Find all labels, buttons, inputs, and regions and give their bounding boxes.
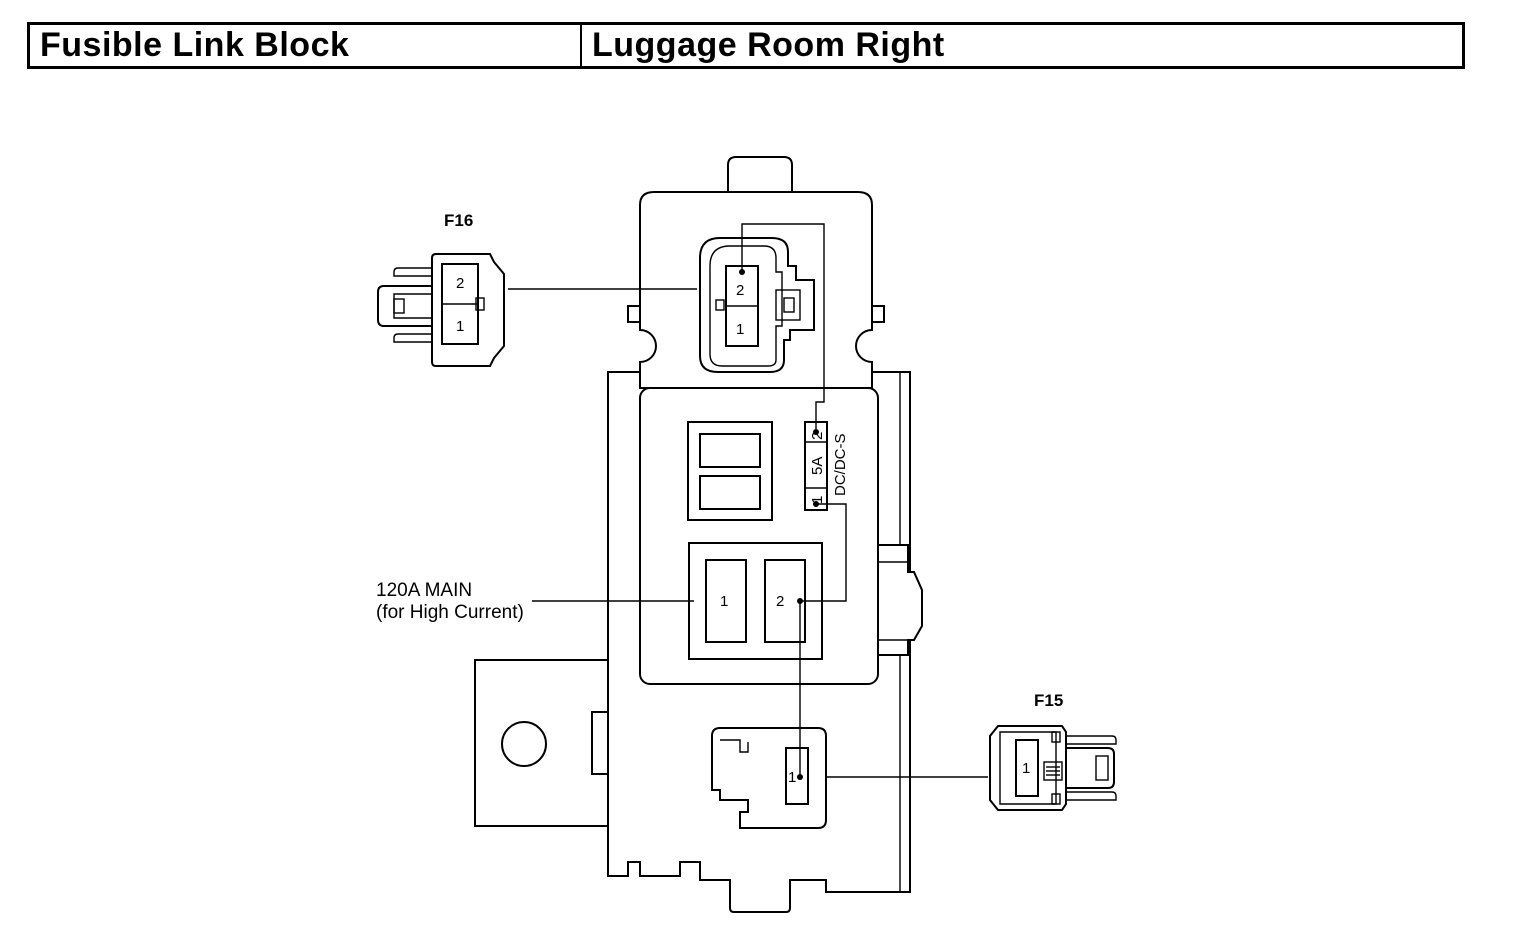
component-title: Fusible Link Block	[30, 25, 582, 66]
connector-f15: F15 1	[989, 691, 1117, 811]
main-fuse-label-line1: 120A MAIN	[376, 580, 472, 601]
fuse-rating-label: 5A	[809, 457, 826, 475]
dcdc-s-fuse: 2 5A 1 DC/DC-S	[804, 421, 849, 511]
spare-fuse-slot	[687, 421, 773, 521]
fuse-pin-label: 2	[809, 432, 826, 440]
block-body	[474, 156, 923, 913]
socket-pin-label: 2	[736, 282, 744, 299]
socket-pin-label: 1	[736, 321, 744, 338]
connector-f16-label: F16	[444, 211, 473, 230]
main-fuse-pin-label: 2	[776, 593, 784, 610]
bottom-connector-socket: 1	[711, 727, 827, 829]
main-fuse-label-line2: (for High Current)	[376, 602, 524, 623]
f15-pin-label: 1	[1022, 760, 1030, 777]
f16-pin-label: 1	[456, 318, 464, 335]
f16-pin-label: 2	[456, 275, 464, 292]
fuse-pin-label: 1	[809, 496, 826, 504]
location-title: Luggage Room Right	[592, 26, 945, 64]
title-bar: Fusible Link Block Luggage Room Right	[27, 22, 1465, 69]
main-fuse-pin-label: 1	[720, 593, 728, 610]
bottom-terminal-pin-label: 1	[788, 769, 796, 786]
fuse-name-label: DC/DC-S	[832, 434, 849, 497]
connector-f16: F16 2 1	[377, 211, 505, 367]
wiring	[508, 223, 988, 778]
connector-f15-label: F15	[1034, 691, 1063, 710]
